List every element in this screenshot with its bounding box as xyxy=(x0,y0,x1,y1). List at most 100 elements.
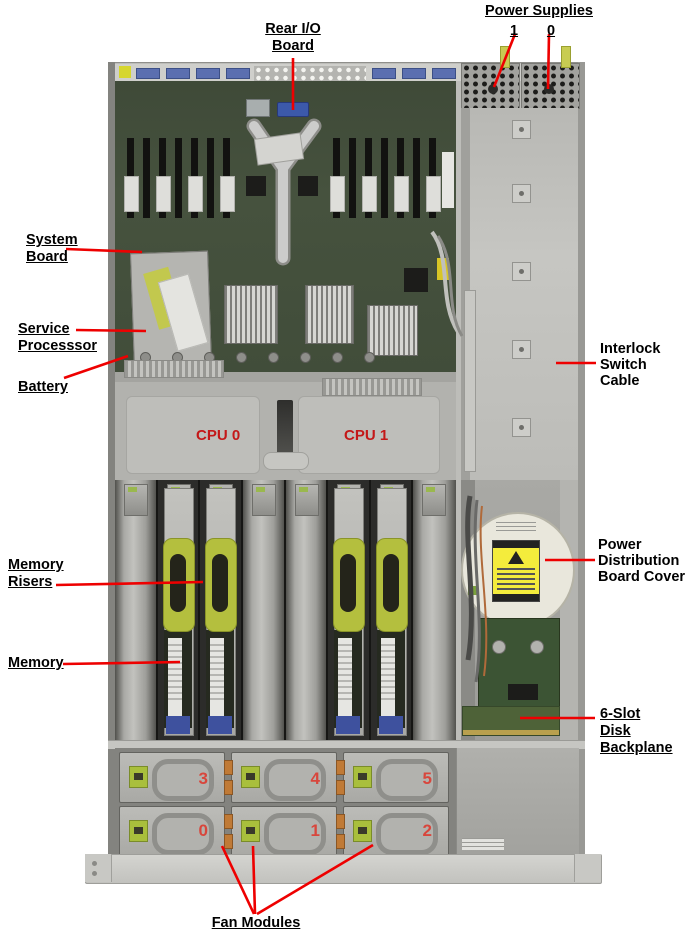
riser-handle xyxy=(376,538,408,632)
fan-module-0: 0 xyxy=(119,806,225,857)
pci-slot xyxy=(143,138,150,218)
fan-module-3: 3 xyxy=(119,752,225,803)
fan-latch xyxy=(336,780,345,795)
fan-latch xyxy=(224,814,233,829)
callout-system-board: System Board xyxy=(26,232,78,265)
fan-latch xyxy=(224,760,233,775)
memory-riser-slot-empty xyxy=(286,480,328,742)
pci-slot xyxy=(381,138,388,218)
fan-module-1: 1 xyxy=(231,806,337,857)
slot-label xyxy=(394,176,409,212)
fan-latch xyxy=(336,834,345,849)
cover-text-lines xyxy=(496,522,536,534)
dimm-label xyxy=(381,638,395,718)
memory-riser-slot-empty xyxy=(243,480,286,742)
cpu-heatsink xyxy=(224,285,278,344)
capacitor xyxy=(236,352,247,363)
fan-latch-label xyxy=(241,820,260,842)
fan-module-2: 2 xyxy=(343,806,449,857)
fan-handle xyxy=(152,759,214,801)
fan-handle xyxy=(264,759,326,801)
memory-riser-populated xyxy=(328,480,371,742)
fan-number: 0 xyxy=(198,821,208,840)
side-panel-label xyxy=(462,838,504,850)
caution-text-lines xyxy=(497,568,535,590)
dimm-label xyxy=(210,638,224,718)
capacitor xyxy=(332,352,343,363)
slot-label xyxy=(362,176,377,212)
slot-label xyxy=(188,176,203,212)
riser-handle xyxy=(205,538,237,632)
chassis-right-rail xyxy=(578,62,585,855)
fan-number: 2 xyxy=(422,821,432,840)
callout-service-processor: Service Processsor xyxy=(18,321,97,354)
fan-number: 1 xyxy=(310,821,320,840)
ethernet-port xyxy=(246,99,270,117)
fan-latch-label xyxy=(129,766,148,788)
capacitor xyxy=(300,352,311,363)
cpu0-label: CPU 0 xyxy=(196,427,241,444)
callout-fan-modules: Fan Modules xyxy=(211,915,301,931)
fan-handle xyxy=(376,813,438,855)
rear-connector xyxy=(166,68,190,79)
rear-yellow-tab xyxy=(119,66,131,78)
riser-connector xyxy=(379,716,403,734)
ear-screw xyxy=(92,871,97,876)
chipset-heatsink xyxy=(367,305,418,356)
slot-label xyxy=(156,176,171,212)
chassis-front-panel xyxy=(85,854,602,884)
memory-riser-populated xyxy=(371,480,413,742)
fan-latch-label xyxy=(241,766,260,788)
slot-label xyxy=(330,176,345,212)
rear-connector xyxy=(432,68,456,79)
bridge-chip xyxy=(298,176,318,196)
fan-latch xyxy=(336,814,345,829)
power-supply-handle-tab xyxy=(561,46,571,68)
shroud-fins xyxy=(124,360,224,378)
capacitor xyxy=(364,352,375,363)
fan-latch-label xyxy=(353,766,372,788)
rear-io-board-connector xyxy=(277,102,309,117)
fan-latch xyxy=(224,780,233,795)
memory-riser-slot-empty xyxy=(115,480,158,742)
chassis-inner-wall xyxy=(560,480,578,748)
fan-latch xyxy=(336,760,345,775)
cover-screw xyxy=(512,184,531,203)
cpu1-label: CPU 1 xyxy=(344,427,389,444)
cover-screw xyxy=(512,418,531,437)
board-standoff xyxy=(530,640,544,654)
fan-latch-label xyxy=(129,820,148,842)
rear-connector xyxy=(196,68,220,79)
riser-connector xyxy=(166,716,190,734)
riser-handle xyxy=(163,538,195,632)
dimm-label xyxy=(168,638,182,718)
callout-memory-risers: Memory Risers xyxy=(8,557,64,590)
rear-connector xyxy=(136,68,160,79)
shroud-edge xyxy=(115,372,456,382)
riser-connector xyxy=(208,716,232,734)
fan-latch-label xyxy=(353,820,372,842)
rear-vent-grille xyxy=(254,66,366,81)
pci-slot xyxy=(175,138,182,218)
fan-handle xyxy=(152,813,214,855)
power-supply-handle-tab xyxy=(500,46,510,68)
riser-connector xyxy=(336,716,360,734)
ear-screw xyxy=(92,861,97,866)
board-standoff xyxy=(492,640,506,654)
left-mounting-ear xyxy=(85,854,112,882)
fan-latch xyxy=(224,834,233,849)
service-processor-module xyxy=(130,250,212,368)
pci-slot xyxy=(349,138,356,218)
fan-handle xyxy=(376,759,438,801)
right-mounting-ear xyxy=(574,854,601,882)
fan-bay-side-panel xyxy=(456,748,579,855)
callout-power-supplies: Power Supplies xyxy=(485,3,593,19)
board-yellow-label xyxy=(437,258,449,280)
shroud-panel-cpu0 xyxy=(126,396,260,474)
fan-number: 3 xyxy=(198,769,208,788)
cover-screw xyxy=(512,120,531,139)
bridge-chip xyxy=(246,176,266,196)
rear-connector xyxy=(402,68,426,79)
chassis-crossbar xyxy=(108,740,585,749)
board-white-label xyxy=(442,152,454,208)
